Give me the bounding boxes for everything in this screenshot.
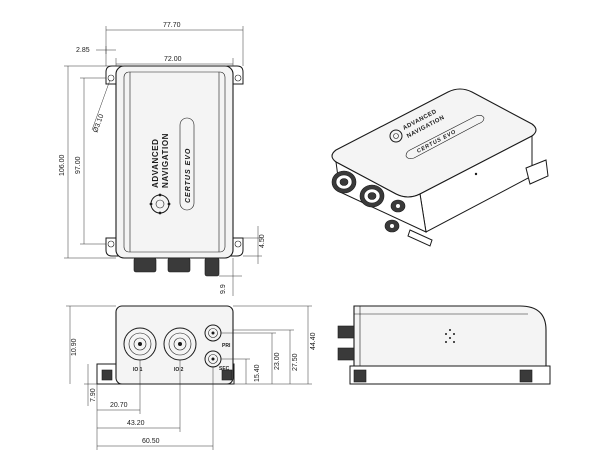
- side-view-base: [349, 365, 551, 385]
- iso-foot: [525, 159, 549, 185]
- dim-front-width: 60.50: [142, 438, 160, 445]
- iso-logo: [389, 129, 403, 143]
- dim-body-height: 27.50: [292, 353, 299, 371]
- dim-flange-offset: 2.85: [76, 47, 90, 54]
- dim-front-left-height: 10.90: [71, 338, 78, 356]
- label-io2: IO 2: [174, 367, 184, 373]
- side-view-foot: [353, 369, 367, 383]
- dim-overall-width: 77.70: [163, 22, 181, 29]
- side-view-vent-icon: [445, 329, 455, 343]
- front-connector-io2: [163, 327, 197, 361]
- top-view-connector-antenna: [204, 257, 220, 277]
- top-view-model-text: CERTUS EVO: [185, 148, 192, 203]
- dim-upper-connector-height: 23.00: [274, 352, 281, 370]
- front-view-foot: [101, 369, 113, 381]
- dim-body-width: 72.00: [164, 56, 182, 63]
- top-view-body: [115, 65, 234, 259]
- dim-overall-height: 44.40: [310, 332, 317, 350]
- mount-hole: [234, 240, 242, 248]
- dim-flange-height: 4.50: [259, 234, 266, 248]
- top-view-logo: [149, 193, 171, 215]
- dim-hole-spacing: 97.00: [75, 156, 82, 174]
- label-sec: SEC: [219, 366, 230, 372]
- iso-foot: [407, 229, 433, 247]
- top-view-brand-line1: ADVANCED: [151, 138, 160, 188]
- label-io1: IO 1: [133, 367, 143, 373]
- top-view-connector-io1: [133, 257, 157, 273]
- top-view: ADVANCED NAVIGATION CERTUS EVO 77.70 72.…: [59, 22, 266, 296]
- top-view-connector-io2: [167, 257, 191, 273]
- label-pri: PRI: [222, 343, 231, 349]
- iso-connector-io2: [359, 184, 385, 208]
- top-view-model-badge: [179, 117, 195, 211]
- iso-connector-antenna: [384, 199, 406, 233]
- mount-hole: [107, 74, 115, 82]
- iso-connector-io1: [331, 170, 357, 194]
- dim-io2-offset: 43.20: [127, 420, 145, 427]
- dim-lower-connector-height: 15.40: [254, 364, 261, 382]
- dim-io1-offset: 20.70: [110, 402, 128, 409]
- dim-hole-diameter: Ø3.10: [92, 113, 105, 133]
- front-view: IO 1 IO 2 PRI SEC 60.50 43.20 20.70 7.90…: [66, 305, 317, 450]
- front-view-foot: [221, 369, 233, 381]
- side-view-connector: [337, 325, 355, 339]
- side-view-foot: [519, 369, 533, 383]
- top-view-inner-edge: [123, 71, 226, 253]
- dim-connector-protrusion: 9.9: [220, 284, 227, 294]
- mount-hole: [107, 240, 115, 248]
- side-view-connector: [337, 347, 355, 361]
- iso-model-badge: [405, 115, 485, 159]
- dim-base-height: 7.90: [90, 388, 97, 402]
- front-connector-io1: [123, 327, 157, 361]
- mount-hole: [234, 74, 242, 82]
- dim-overall-length: 106.00: [59, 154, 66, 176]
- front-view-body: [115, 305, 234, 385]
- top-view-brand-line2: NAVIGATION: [161, 133, 170, 188]
- isometric-view: ADVANCED NAVIGATION CERTUS EVO: [331, 88, 549, 247]
- side-view: [337, 305, 551, 385]
